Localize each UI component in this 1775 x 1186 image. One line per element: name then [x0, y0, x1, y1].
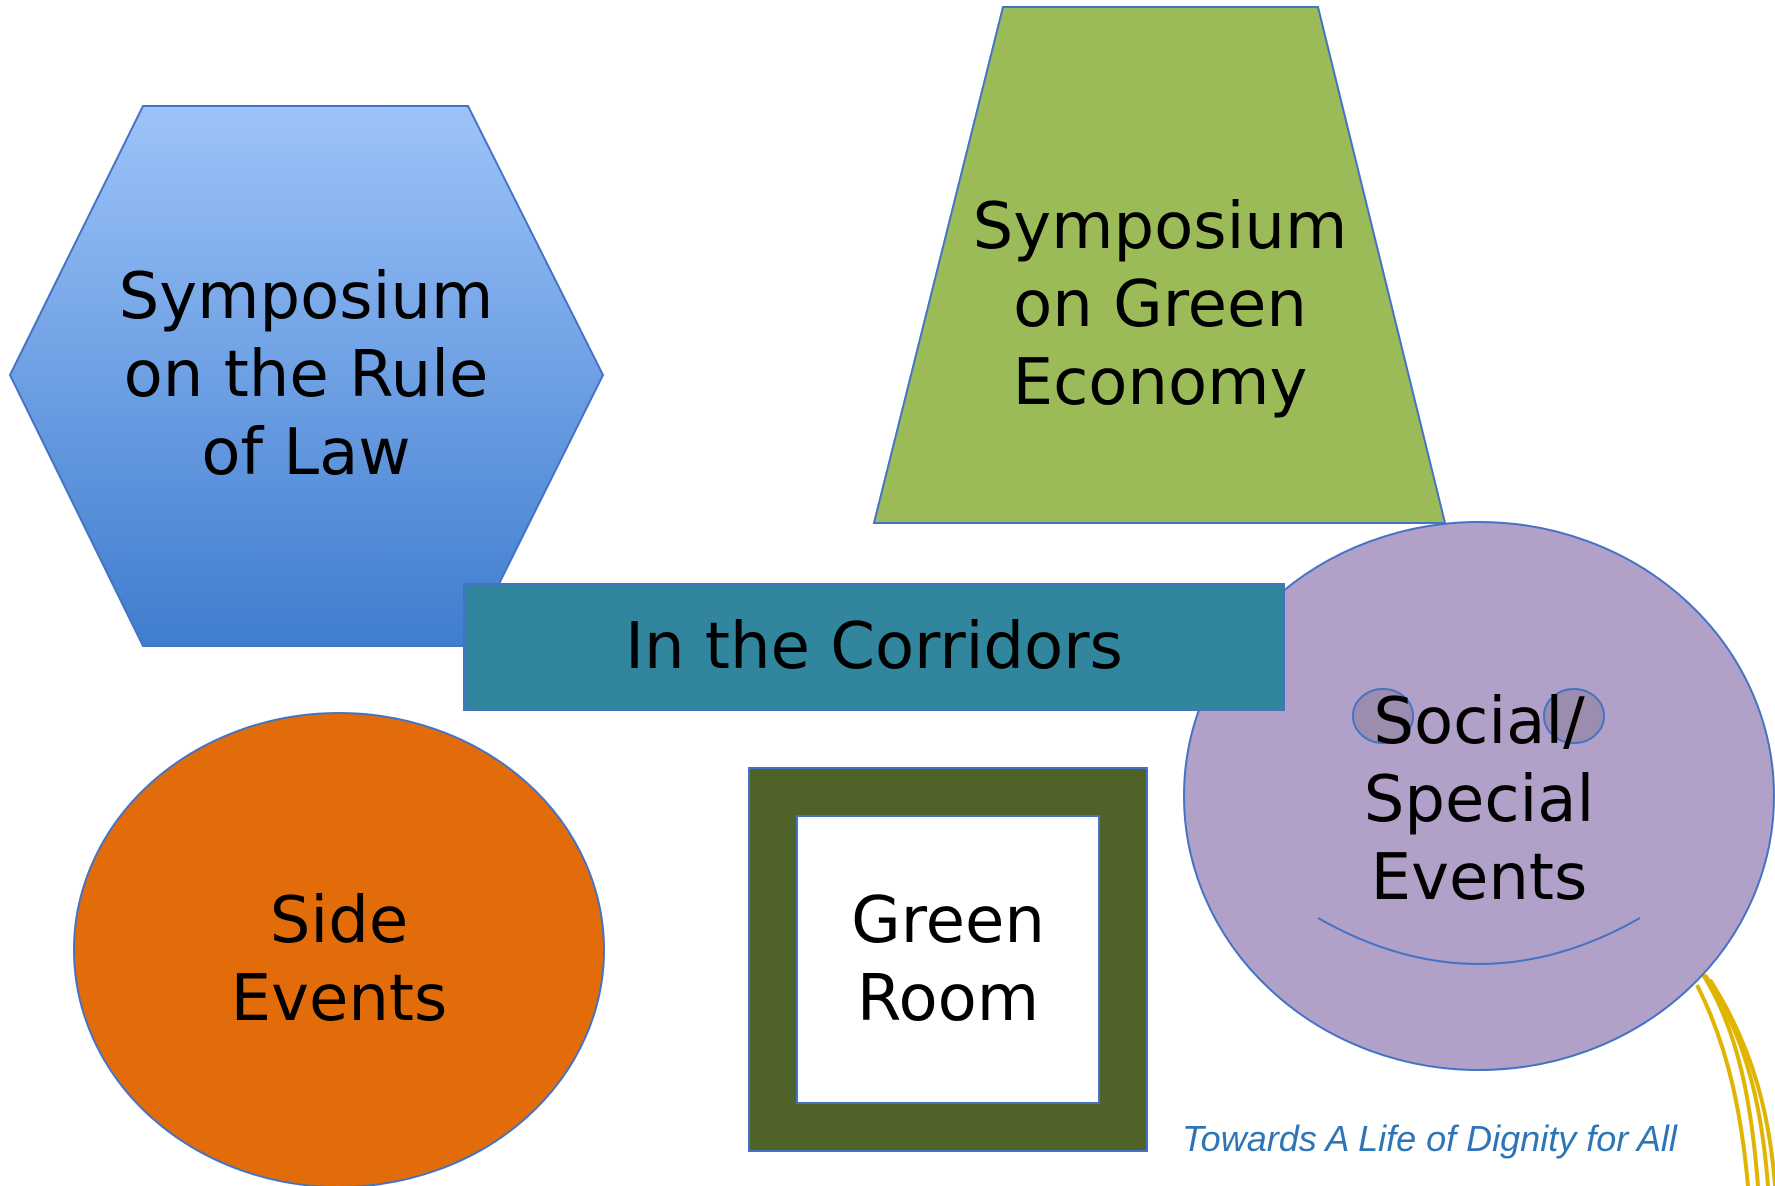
- rule-of-law-hexagon: [8, 105, 605, 647]
- smiley-left-eye: [1352, 688, 1414, 744]
- green-room-inner: [796, 815, 1100, 1104]
- decorative-gold-lines: [1695, 968, 1775, 1186]
- green-economy-trapezoid: [872, 6, 1447, 524]
- smiley-mouth: [1317, 917, 1641, 965]
- side-events-ellipse: [73, 712, 605, 1186]
- corridors-bar: [463, 583, 1285, 711]
- social-events-circle: [1183, 521, 1775, 1071]
- tagline-text: Towards A Life of Dignity for All: [1182, 1118, 1677, 1159]
- social-events-smiley: [1183, 521, 1775, 1071]
- smiley-right-eye: [1543, 688, 1605, 744]
